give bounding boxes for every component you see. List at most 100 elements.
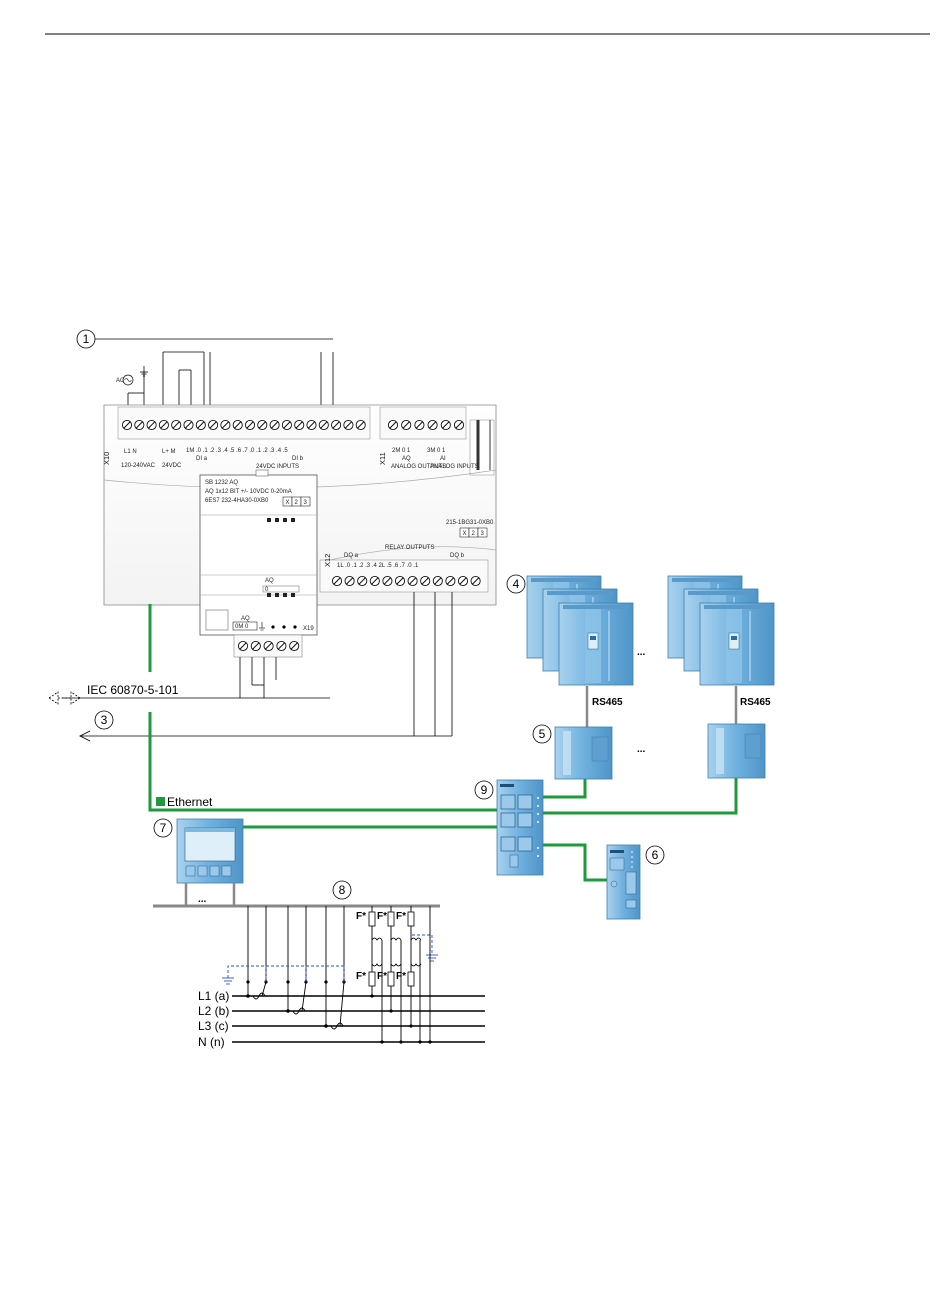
relay-output-wiring [413,592,453,736]
ground-icon-lower-left [222,977,234,985]
terminal-screw-slot [383,577,391,585]
plc-analog-terminals [387,419,465,431]
phase-n-label: N (n) [198,1035,225,1049]
plc-aq-outputs-label: ANALOG OUTPUTS [391,464,446,470]
terminal-screw-slot [446,577,454,585]
terminal-screw-slot [421,577,429,585]
sb-box-x: X [286,500,290,506]
iec-protocol-label: IEC 60870-5-101 [87,683,179,697]
callout-6-label: 6 [652,848,659,862]
terminal-screw-slot [358,577,366,585]
terminal-screw-slot [290,642,298,650]
callout-9-label: 9 [481,783,488,797]
callout-8: 8 [332,880,352,900]
sb-ground-icon [259,622,265,631]
terminal-screw-slot [246,421,254,429]
plc-top-wiring [127,351,334,410]
sb-box-3: 3 [304,500,308,506]
plc-supply-terminals: L+ M [162,449,176,455]
output-arrow-icon [78,730,91,742]
ground-icon-lower-right [426,954,438,962]
ac-source-icon: AC [116,374,134,386]
terminal-screw-slot [252,642,260,650]
plc-input-terminals [121,419,366,431]
plc-box-3: 3 [481,531,485,537]
terminal-screw-slot [332,421,340,429]
callout-5-label: 5 [539,727,546,741]
fuse-icons-upper [368,911,415,927]
plc-box-x: X [463,531,467,537]
stack-ellipsis: ... [637,647,646,658]
plc-ai-inputs-label: ANALOG INPUTS [430,464,479,470]
plc-power-terminals: L1 N [124,449,137,455]
plc-di-inputs-label: 24VDC INPUTS [256,464,299,470]
terminal-screw-slot [209,421,217,429]
terminal-screw-slot [396,577,404,585]
rs485-gateway-left [554,726,613,780]
callout-7-label: 7 [160,821,167,835]
rs485-lines [585,686,738,727]
terminal-screw-slot [234,421,242,429]
rs485-left-label: RS465 [592,697,623,708]
callout-3-label: 3 [101,713,108,727]
meter-top-band [672,578,738,582]
terminal-screw-slot [123,421,131,429]
fuse-icons-lower [368,971,415,987]
callout-1-label: 1 [83,332,90,346]
sb-x19-label: X19 [303,626,314,632]
callout-8-label: 8 [339,883,346,897]
hmi-ellipsis: ... [198,894,207,905]
phase-lines [232,995,485,1043]
plc-di-terminals: 1M .0 .1 .2 .3 .4 .5 .6 .7 .0 .1 .2 .3 .… [186,448,288,454]
plc-di-b-label: DI b [292,456,304,462]
terminal-screw-slot [472,577,480,585]
terminal-screw-slot [429,421,437,429]
plc-ai-terminals: 3M 0 1 [427,448,446,454]
phase-l3-label: L3 (c) [198,1019,229,1033]
power-quality-meter-stack-right [667,575,775,686]
terminal-screw-slot [221,421,229,429]
terminal-screw-slot [258,421,266,429]
plc-x12-label: X12 [323,554,332,567]
fuse-label-1: F* [356,911,366,922]
sb-terminal-dots [271,625,297,629]
gateway-ellipsis: ... [637,744,646,755]
sb-box-2: 2 [295,500,299,506]
terminal-screw-slot [442,421,450,429]
terminal-screw-slot [357,421,365,429]
terminal-screw-slot [160,421,168,429]
meter-display [587,632,599,650]
callout-5: 5 [532,724,552,744]
ethernet-legend-swatch [156,797,165,806]
meter-top-band [688,591,754,595]
plc-model-number: 215-1BG31-0XB0 [446,520,494,526]
meter-top-band [704,605,770,609]
terminal-screw-slot [409,577,417,585]
power-quality-meter-stack-left [526,575,634,686]
rs485-gateway-right [707,723,766,779]
hmi-panel [176,818,244,884]
terminal-screw-slot [402,421,410,429]
plc-ai-label: AI [440,456,446,462]
terminal-screw-slot [265,642,273,650]
sb-bottom-terminals: 0M 0 [235,624,249,630]
terminal-screw-slot [459,577,467,585]
terminal-screw-slot [271,421,279,429]
sb-wiring [239,657,277,698]
hmi-stand [184,883,236,905]
voltage-junction-dots [370,994,432,1044]
plc-power-label: 120-240VAC [121,463,156,469]
terminal-screw-slot [389,421,397,429]
sb-line-1: SB 1232 AQ [205,480,238,486]
plc-box-2: 2 [472,531,476,537]
terminal-screw-slot [277,642,285,650]
callout-1: 1 [76,329,96,349]
terminal-screw-slot [295,421,303,429]
meter-display [728,632,740,650]
ethernet-cabling [148,604,738,882]
meter-top-band [531,578,597,582]
terminal-screw-slot [434,577,442,585]
ground-icon [140,366,148,377]
plc-dq-terminals: 1L .0 .1 .2 .3 .4 2L .5 .6 .7 .0 .1 [337,563,419,569]
meter-display-text [731,636,737,640]
